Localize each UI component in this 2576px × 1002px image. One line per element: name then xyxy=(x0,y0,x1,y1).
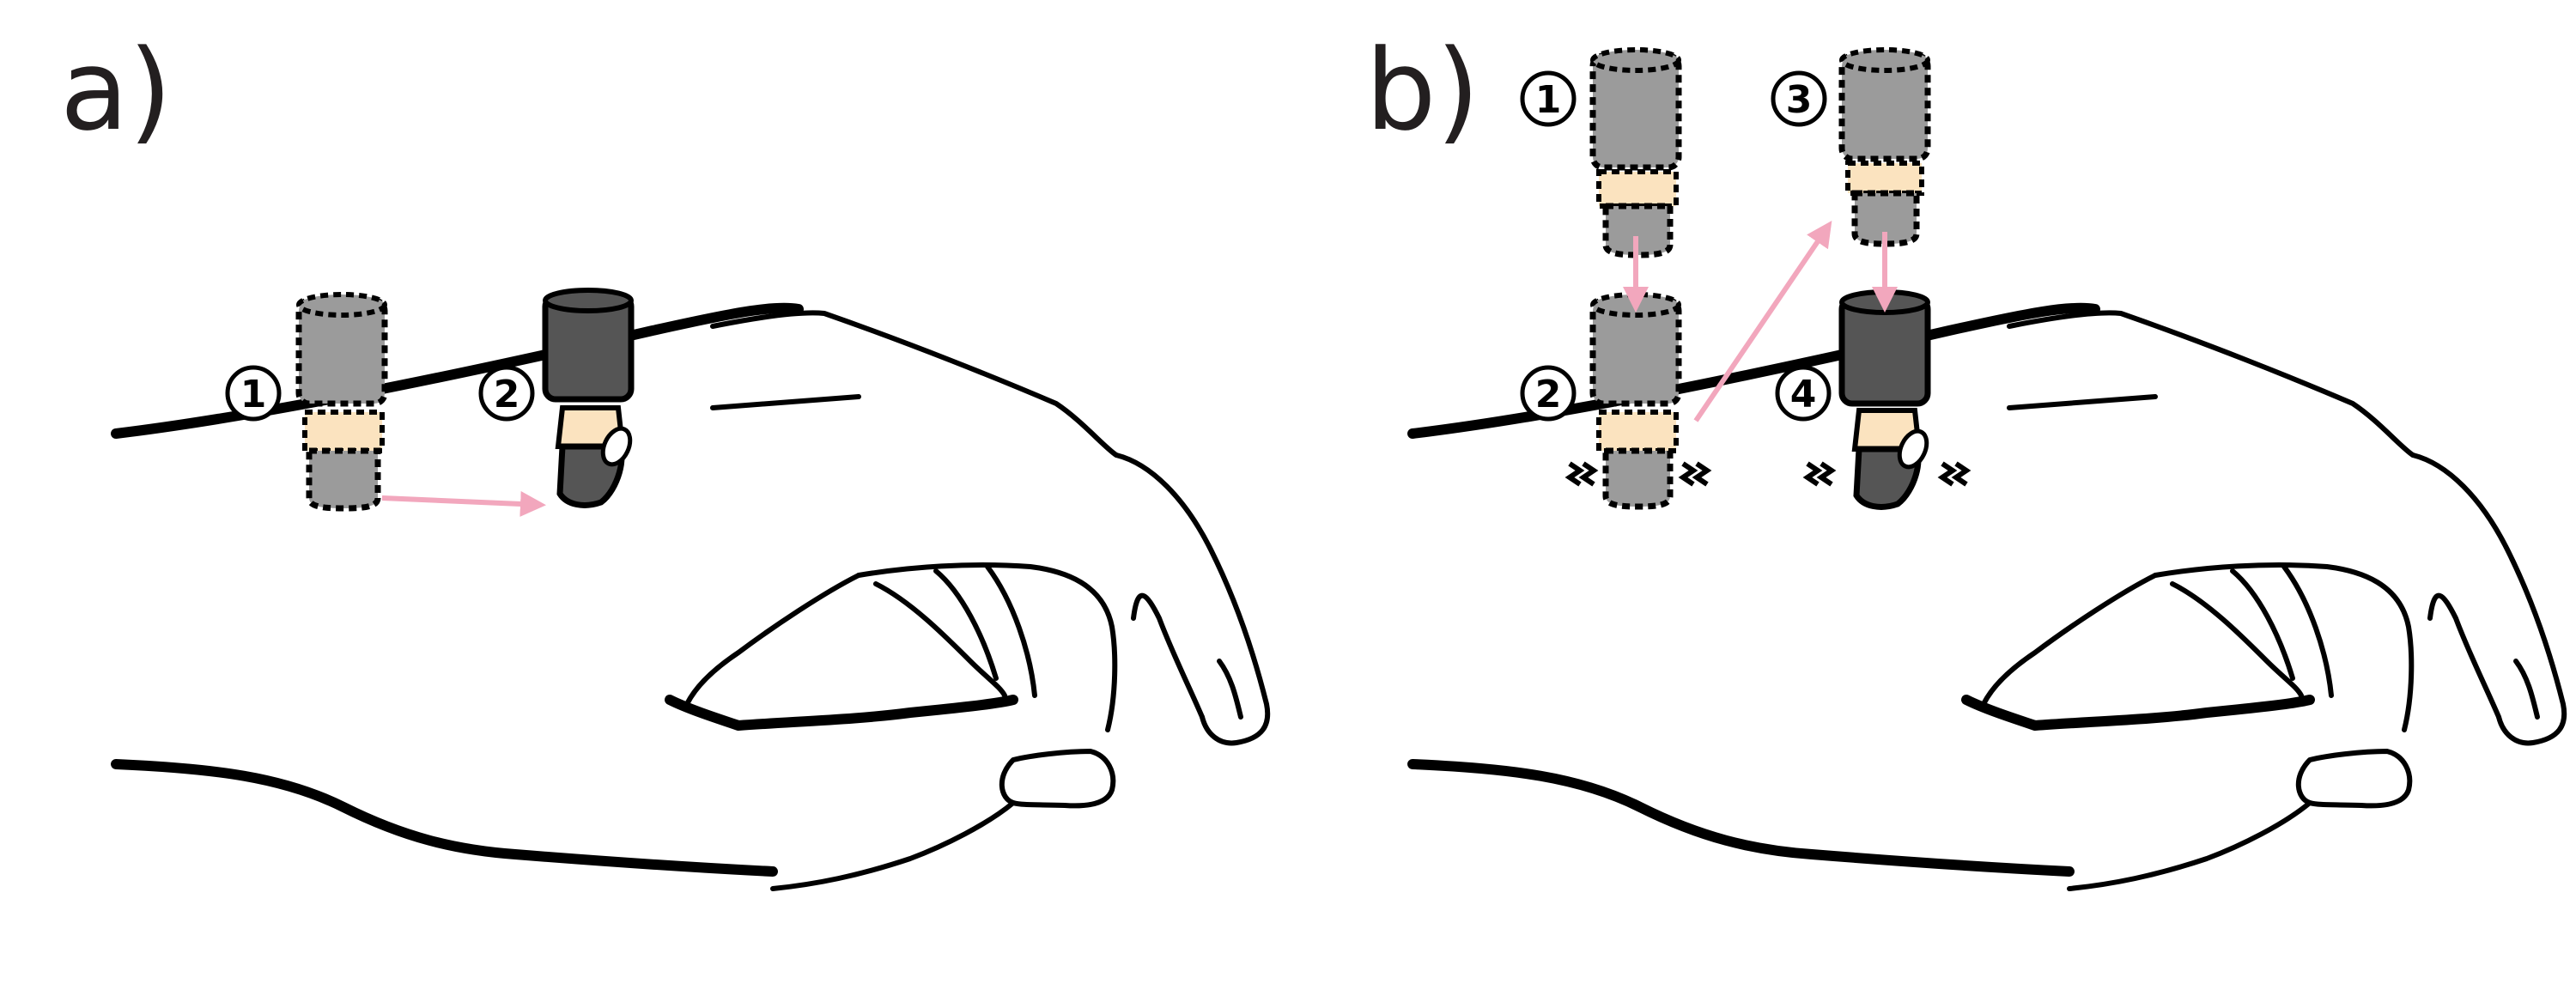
wrist-device-ghost xyxy=(295,292,388,512)
wrist-device-ghost-step2 xyxy=(1589,292,1682,510)
vibration-icon xyxy=(1570,464,1594,484)
panel-b: b) 1 2 xyxy=(1365,25,2564,889)
wrist-device-active-step4 xyxy=(1838,289,1931,510)
wrist-device-ghost-step1 xyxy=(1589,47,1682,258)
wrist-device-active xyxy=(542,288,635,508)
svg-text:4: 4 xyxy=(1790,373,1817,416)
panel-label-a: a) xyxy=(60,25,172,155)
circled-number-1: 1 xyxy=(225,365,282,422)
circled-number-2: 2 xyxy=(1520,365,1577,422)
vibration-icon xyxy=(1807,464,1832,484)
hand-illustration xyxy=(1413,308,2564,889)
vibration-icon xyxy=(1942,464,1966,484)
arrow-icon xyxy=(1693,221,1832,422)
hand-illustration xyxy=(116,308,1267,889)
panel-a: a) 1 2 xyxy=(60,25,1267,889)
circled-number-2: 2 xyxy=(478,365,535,422)
svg-text:2: 2 xyxy=(494,373,520,416)
circled-number-3: 3 xyxy=(1771,70,1827,127)
circled-number-4: 4 xyxy=(1775,365,1832,422)
wrist-device-ghost-step3 xyxy=(1838,47,1931,247)
arrow-icon xyxy=(381,490,546,517)
svg-text:1: 1 xyxy=(1535,78,1562,122)
vibration-icon xyxy=(1683,464,1707,484)
svg-text:2: 2 xyxy=(1535,373,1562,416)
circled-number-1: 1 xyxy=(1520,70,1577,127)
svg-text:1: 1 xyxy=(240,373,267,416)
svg-text:3: 3 xyxy=(1786,78,1813,122)
panel-label-b: b) xyxy=(1365,25,1479,155)
